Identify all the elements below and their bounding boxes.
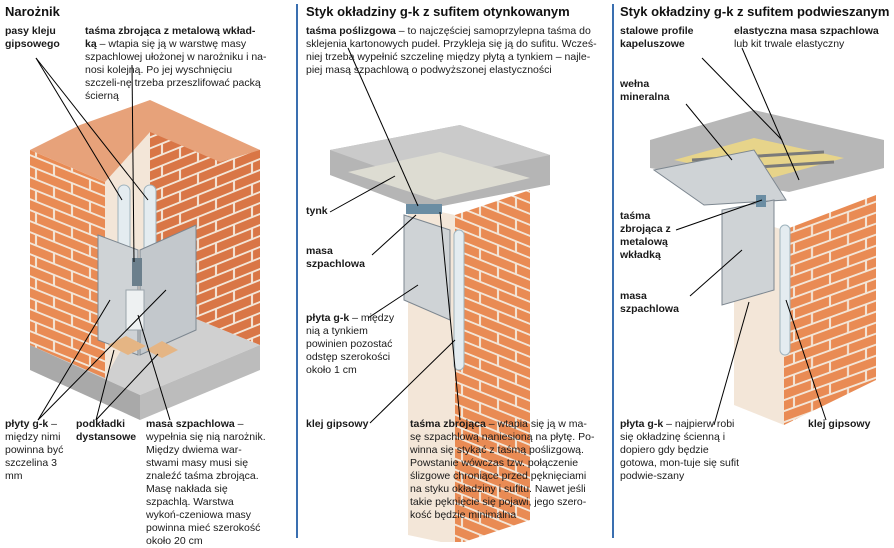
- left-brick-wall: [30, 150, 105, 378]
- label-boards: płyty g-k – między nimi powinna być szcz…: [5, 418, 64, 482]
- label-joint-compound: masa szpachlowa: [620, 290, 679, 315]
- plaster-layer: [348, 152, 530, 200]
- brick-wall: [455, 190, 530, 542]
- corner-illustration: [30, 57, 260, 421]
- panel-title: Narożnik: [5, 4, 60, 19]
- label-slip-tape: taśma poślizgowa – to najczęściej samopr…: [306, 25, 597, 76]
- glue-strip: [453, 229, 465, 371]
- panel-divider: [296, 4, 298, 538]
- plastered-ceiling-illustration: [329, 47, 550, 542]
- panel-title: Styk okładziny g-k z sufitem otynkowanym: [306, 4, 570, 19]
- slip-tape: [406, 204, 442, 214]
- panel-divider: [612, 4, 614, 538]
- brick-wall: [784, 195, 876, 425]
- spacer: [108, 336, 146, 355]
- glue-strip: [779, 224, 791, 356]
- suspended-ceiling-illustration: [650, 47, 884, 426]
- label-spacers: podkładki dystansowe: [76, 418, 137, 443]
- label-joint-compound: masa szpachlowa: [306, 245, 365, 270]
- corner-tape: [756, 195, 766, 207]
- label-gypsum-adhesive: klej gipsowy: [306, 418, 369, 430]
- label-joint-compound: masa szpachlowa – wypełnia się nią naroż…: [146, 418, 266, 547]
- label-corner-tape: taśma zbrojąca z metalową wkład-ką – wta…: [85, 25, 267, 102]
- spacer: [146, 341, 178, 358]
- panel-corner: Narożnik pasy kleju gipsowego taśma zbro…: [0, 0, 300, 547]
- corner-tape: [132, 258, 142, 286]
- label-steel-profiles: stalowe profile kapeluszowe: [620, 25, 694, 50]
- label-mineral-wool: wełna mineralna: [620, 78, 670, 103]
- panel-suspended-ceiling: Styk okładziny g-k z sufitem podwieszany…: [614, 0, 894, 542]
- label-board: płyta g-k – najpierw robi się okładzinę …: [620, 418, 740, 482]
- label-plaster: tynk: [306, 205, 328, 217]
- label-glue-strips: pasy kleju gipsowego: [5, 25, 60, 50]
- label-reinforcing-tape: taśma zbrojąca z metalową wkładką: [620, 210, 671, 261]
- suspended-board: [652, 149, 787, 206]
- label-gypsum-adhesive: klej gipsowy: [808, 418, 871, 430]
- panel-title: Styk okładziny g-k z sufitem podwieszany…: [620, 4, 890, 19]
- label-reinforcing-tape: taśma zbrojąca – wtapia się ją w ma-sę s…: [410, 418, 595, 521]
- panel-plastered-ceiling: Styk okładziny g-k z sufitem otynkowanym…: [300, 0, 610, 542]
- plasterboard: [721, 199, 775, 306]
- label-board: płyta g-k – między nią a tynkiem powinie…: [306, 312, 395, 376]
